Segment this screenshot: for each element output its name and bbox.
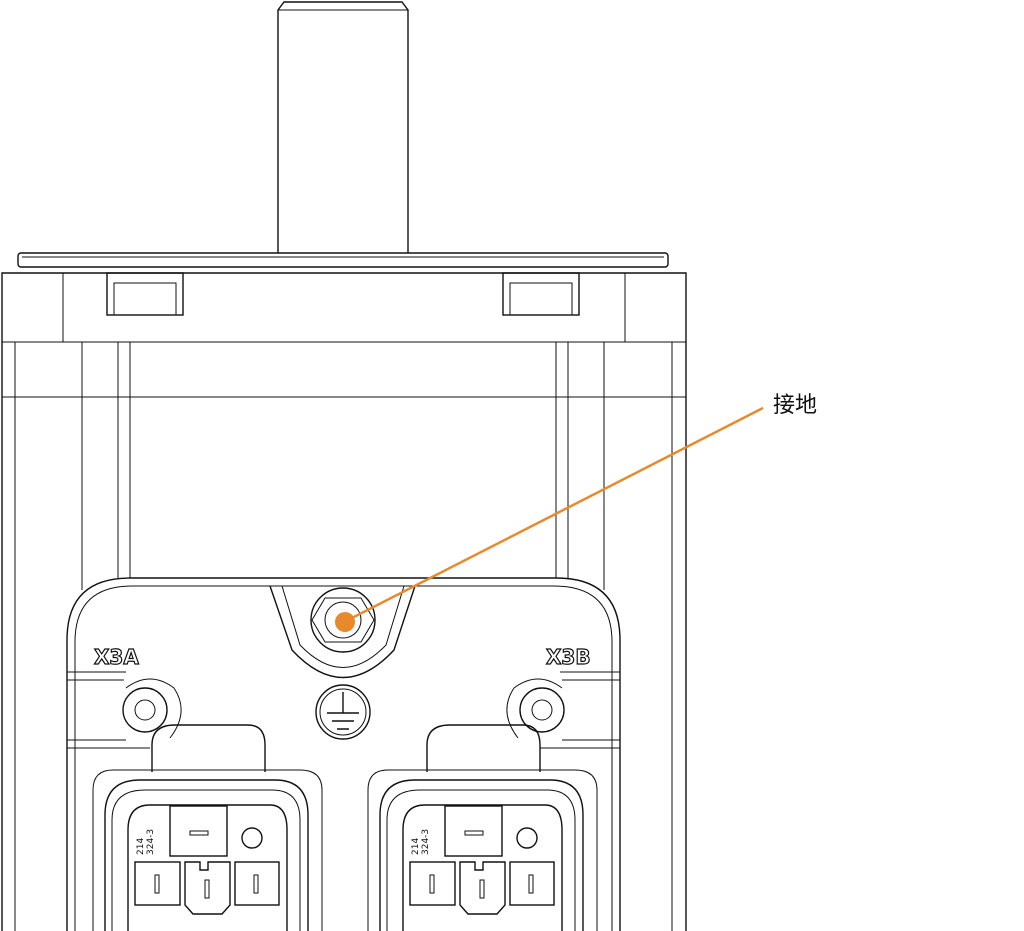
connector-code-line1: 214	[136, 838, 146, 855]
terminal-panel	[66, 577, 621, 931]
ground-label: 接地	[773, 393, 817, 418]
motor-shaft	[277, 1, 409, 253]
connector-label-x3b: X3B	[546, 645, 591, 669]
callout-leader-line	[347, 406, 764, 622]
ground-symbol-icon	[315, 684, 371, 740]
ground-terminal	[269, 585, 416, 679]
torx-screw-icon	[122, 678, 182, 739]
connector-x3b: 214 324-3	[367, 724, 598, 931]
motor-body	[1, 272, 687, 931]
connector-x3a: 214 324-3	[92, 724, 323, 931]
connector-label-x3a: X3A	[94, 645, 139, 669]
ground-point-marker	[335, 612, 355, 632]
torx-screw-icon	[506, 678, 565, 739]
connector-code-line2: 324-3	[421, 829, 431, 855]
connector-code-line2: 324-3	[146, 829, 156, 855]
connector-code-line1: 214	[411, 838, 421, 855]
flange-plate	[17, 252, 669, 268]
